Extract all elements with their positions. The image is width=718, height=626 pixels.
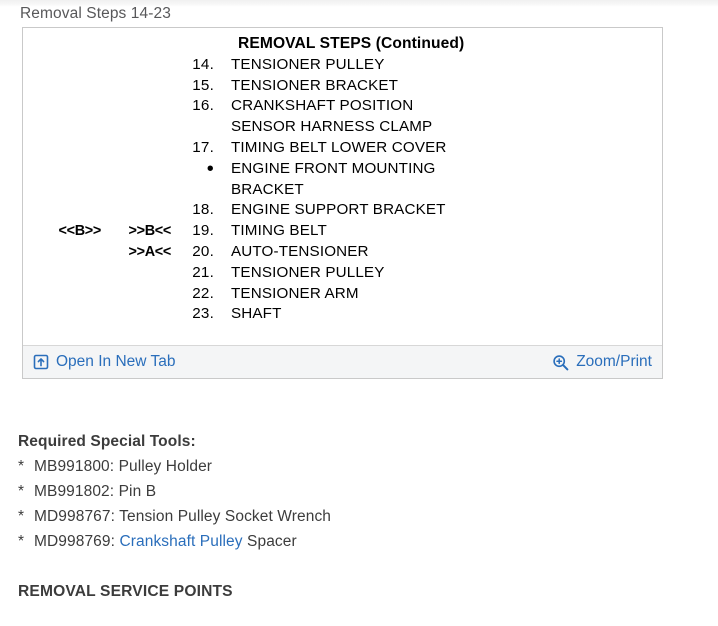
step-mark-right: >>B<< <box>128 223 171 240</box>
removal-step-row: 22. TENSIONER ARM <box>23 284 662 305</box>
crankshaft-pulley-link[interactable]: Crankshaft Pulley <box>119 533 243 550</box>
special-tool-item: * MD998767: Tension Pulley Socket Wrench <box>18 508 678 526</box>
special-tool-item: * MB991800: Pulley Holder <box>18 458 678 476</box>
zoom-print-label: Zoom/Print <box>576 353 652 370</box>
step-number: 19. <box>192 222 214 240</box>
special-tools-list: * MB991800: Pulley Holder * MB991802: Pin B… <box>18 458 678 551</box>
step-number: 17. <box>192 138 214 156</box>
bullet-asterisk: * <box>18 508 25 525</box>
page-title: Removal Steps 14-23 <box>20 5 171 22</box>
step-label: TENSIONER PULLEY <box>231 55 385 73</box>
removal-step-row: 14. TENSIONER PULLEY <box>23 55 662 76</box>
special-tool-text: MD998767: Tension Pulley Socket Wrench <box>34 508 332 525</box>
step-number: 18. <box>192 201 214 219</box>
required-special-tools-title: Required Special Tools: <box>18 433 196 450</box>
page-top-band <box>0 0 718 7</box>
image-viewer-panel: REMOVAL STEPS (Continued) 14. TENSIONER P… <box>22 27 663 379</box>
required-special-tools-block: Required Special Tools: * MB991800: Pulle… <box>18 433 678 551</box>
bullet-asterisk: * <box>18 483 25 500</box>
removal-step-row: >>A<< 20. AUTO-TENSIONER <box>23 242 662 263</box>
bullet-asterisk: * <box>18 458 25 475</box>
step-label: SENSOR HARNESS CLAMP <box>231 118 433 136</box>
removal-step-row: • ENGINE FRONT MOUNTING <box>23 157 662 180</box>
step-number: 23. <box>192 305 214 323</box>
removal-step-row: 18. ENGINE SUPPORT BRACKET <box>23 200 662 221</box>
step-label: TENSIONER BRACKET <box>231 76 399 94</box>
removal-step-row: SENSOR HARNESS CLAMP <box>23 117 662 138</box>
step-label: TIMING BELT LOWER COVER <box>231 138 447 156</box>
step-label: AUTO-TENSIONER <box>231 242 369 260</box>
special-tool-text: MD998769: <box>34 533 120 550</box>
step-label: TENSIONER PULLEY <box>231 263 385 281</box>
step-mark-left: <<B>> <box>58 223 101 240</box>
open-in-new-tab-button[interactable]: Open In New Tab <box>33 353 175 371</box>
special-tool-item: * MD998769: Crankshaft Pulley Spacer <box>18 533 678 551</box>
step-number: 21. <box>192 263 214 281</box>
viewer-image-area[interactable]: REMOVAL STEPS (Continued) 14. TENSIONER P… <box>23 28 662 345</box>
open-in-new-tab-icon <box>33 354 49 370</box>
step-number: 15. <box>192 76 214 94</box>
bullet-asterisk: * <box>18 533 25 550</box>
magnifier-plus-icon <box>552 354 569 371</box>
viewer-toolbar: Open In New Tab Zoom/Print <box>23 345 662 378</box>
zoom-print-button[interactable]: Zoom/Print <box>552 353 652 371</box>
step-label: SHAFT <box>231 305 282 323</box>
special-tool-text: MB991800: Pulley Holder <box>34 458 213 475</box>
removal-steps-graphic: REMOVAL STEPS (Continued) 14. TENSIONER P… <box>23 34 662 325</box>
removal-step-row: 15. TENSIONER BRACKET <box>23 76 662 97</box>
step-number: 20. <box>192 242 214 260</box>
special-tool-text: MB991802: Pin B <box>34 483 157 500</box>
removal-step-row: <<B>> >>B<< 19. TIMING BELT <box>23 221 662 242</box>
removal-step-row: 16. CRANKSHAFT POSITION <box>23 96 662 117</box>
open-in-new-tab-label: Open In New Tab <box>56 353 176 370</box>
removal-step-row: 21. TENSIONER PULLEY <box>23 263 662 284</box>
step-label: CRANKSHAFT POSITION <box>231 97 414 115</box>
special-tool-item: * MB991802: Pin B <box>18 483 678 501</box>
removal-step-row: 23. SHAFT <box>23 304 662 325</box>
step-label: TIMING BELT <box>231 222 327 240</box>
removal-step-row: 17. TIMING BELT LOWER COVER <box>23 138 662 159</box>
step-bullet: • <box>206 157 214 180</box>
step-number: 22. <box>192 284 214 302</box>
step-mark-right: >>A<< <box>128 243 171 260</box>
step-label: TENSIONER ARM <box>231 284 359 302</box>
special-tool-text-suffix: Spacer <box>242 533 297 550</box>
graphic-heading: REMOVAL STEPS (Continued) <box>238 35 465 52</box>
step-label: ENGINE SUPPORT BRACKET <box>231 201 446 219</box>
step-label: BRACKET <box>231 180 304 198</box>
step-number: 16. <box>192 97 214 115</box>
removal-step-row: BRACKET <box>23 180 662 201</box>
step-label: ENGINE FRONT MOUNTING <box>231 159 436 177</box>
removal-service-points-heading: REMOVAL SERVICE POINTS <box>18 583 233 600</box>
step-number: 14. <box>192 55 214 73</box>
